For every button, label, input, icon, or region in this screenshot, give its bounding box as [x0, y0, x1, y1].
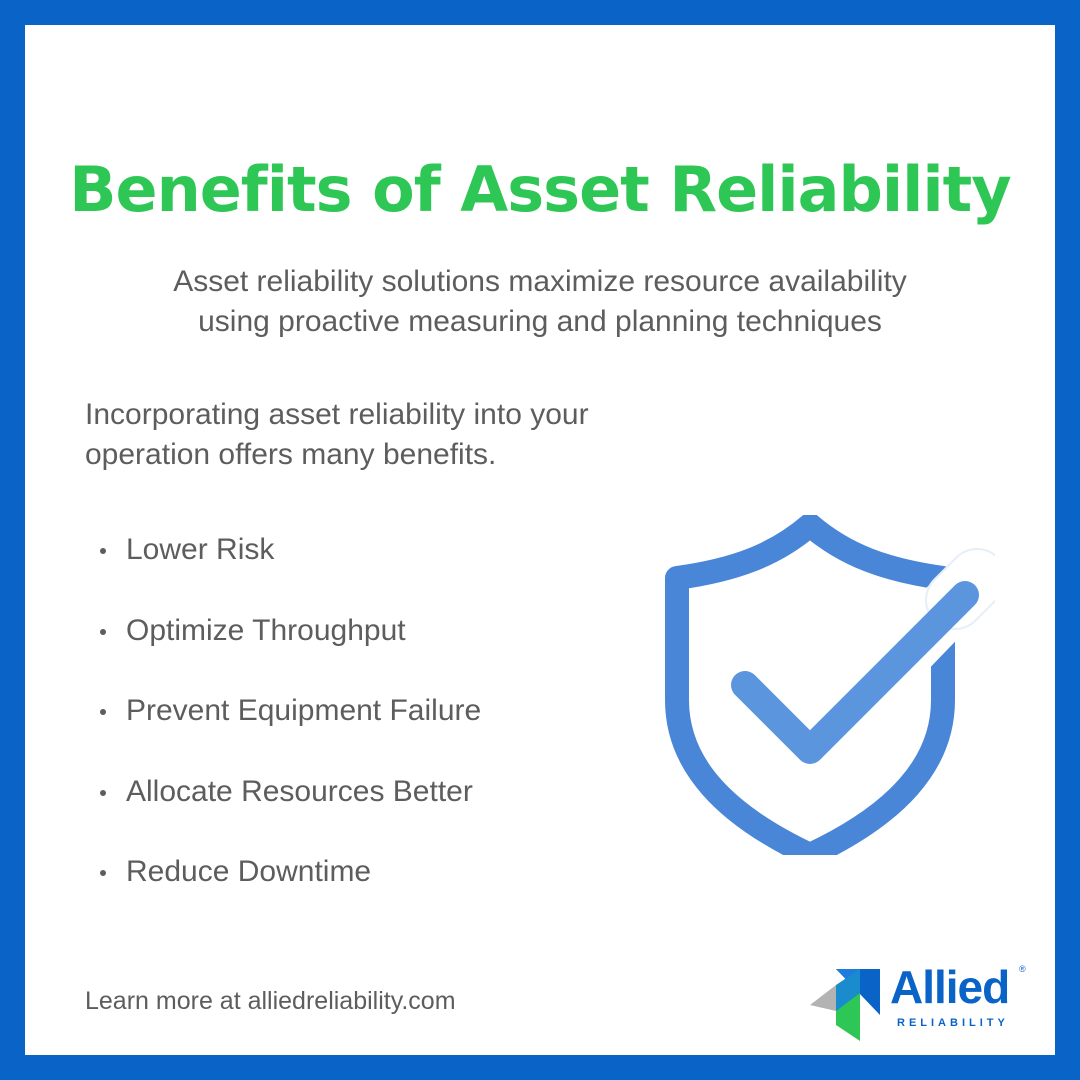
list-item: Allocate Resources Better: [95, 772, 655, 853]
subtitle-line: Asset reliability solutions maximize res…: [173, 265, 907, 298]
list-item-label: Lower Risk: [126, 533, 275, 566]
intro-line: Incorporating asset reliability into you…: [85, 398, 589, 431]
list-item: Reduce Downtime: [95, 852, 655, 933]
shield-check-icon: [665, 515, 995, 855]
list-item: Lower Risk: [95, 530, 655, 611]
bullet-icon: [100, 548, 106, 554]
intro-line: operation offers many benefits.: [85, 438, 497, 471]
bullet-icon: [100, 870, 106, 876]
bullet-icon: [100, 628, 106, 635]
bullet-icon: [100, 789, 106, 796]
footer-link-text: Learn more at alliedreliability.com: [85, 987, 456, 1015]
list-item-label: Reduce Downtime: [126, 855, 372, 888]
subtitle-line: using proactive measuring and planning t…: [198, 305, 882, 338]
allied-reliability-logo: Allied ® RELIABILITY: [810, 960, 1030, 1041]
list-item-label: Allocate Resources Better: [126, 774, 473, 808]
subtitle: Asset reliability solutions maximize res…: [120, 262, 960, 342]
list-item: Optimize Throughput: [95, 611, 655, 692]
page-title: Benefits of Asset Reliability: [69, 153, 1011, 226]
list-item: Prevent Equipment Failure: [95, 691, 655, 772]
benefits-list: Lower Risk Optimize Throughput Prevent E…: [95, 530, 655, 933]
registered-mark: ®: [1019, 964, 1026, 974]
list-item-label: Prevent Equipment Failure: [126, 694, 482, 727]
logo-wordmark: Allied: [890, 961, 1010, 1013]
content-card: Benefits of Asset Reliability Asset reli…: [25, 25, 1055, 1055]
intro-text: Incorporating asset reliability into you…: [85, 395, 685, 475]
logo-subtitle: RELIABILITY: [897, 1017, 1009, 1029]
bullet-icon: [100, 709, 106, 715]
logo-mark-icon: [810, 969, 880, 1041]
list-item-label: Optimize Throughput: [126, 613, 406, 647]
